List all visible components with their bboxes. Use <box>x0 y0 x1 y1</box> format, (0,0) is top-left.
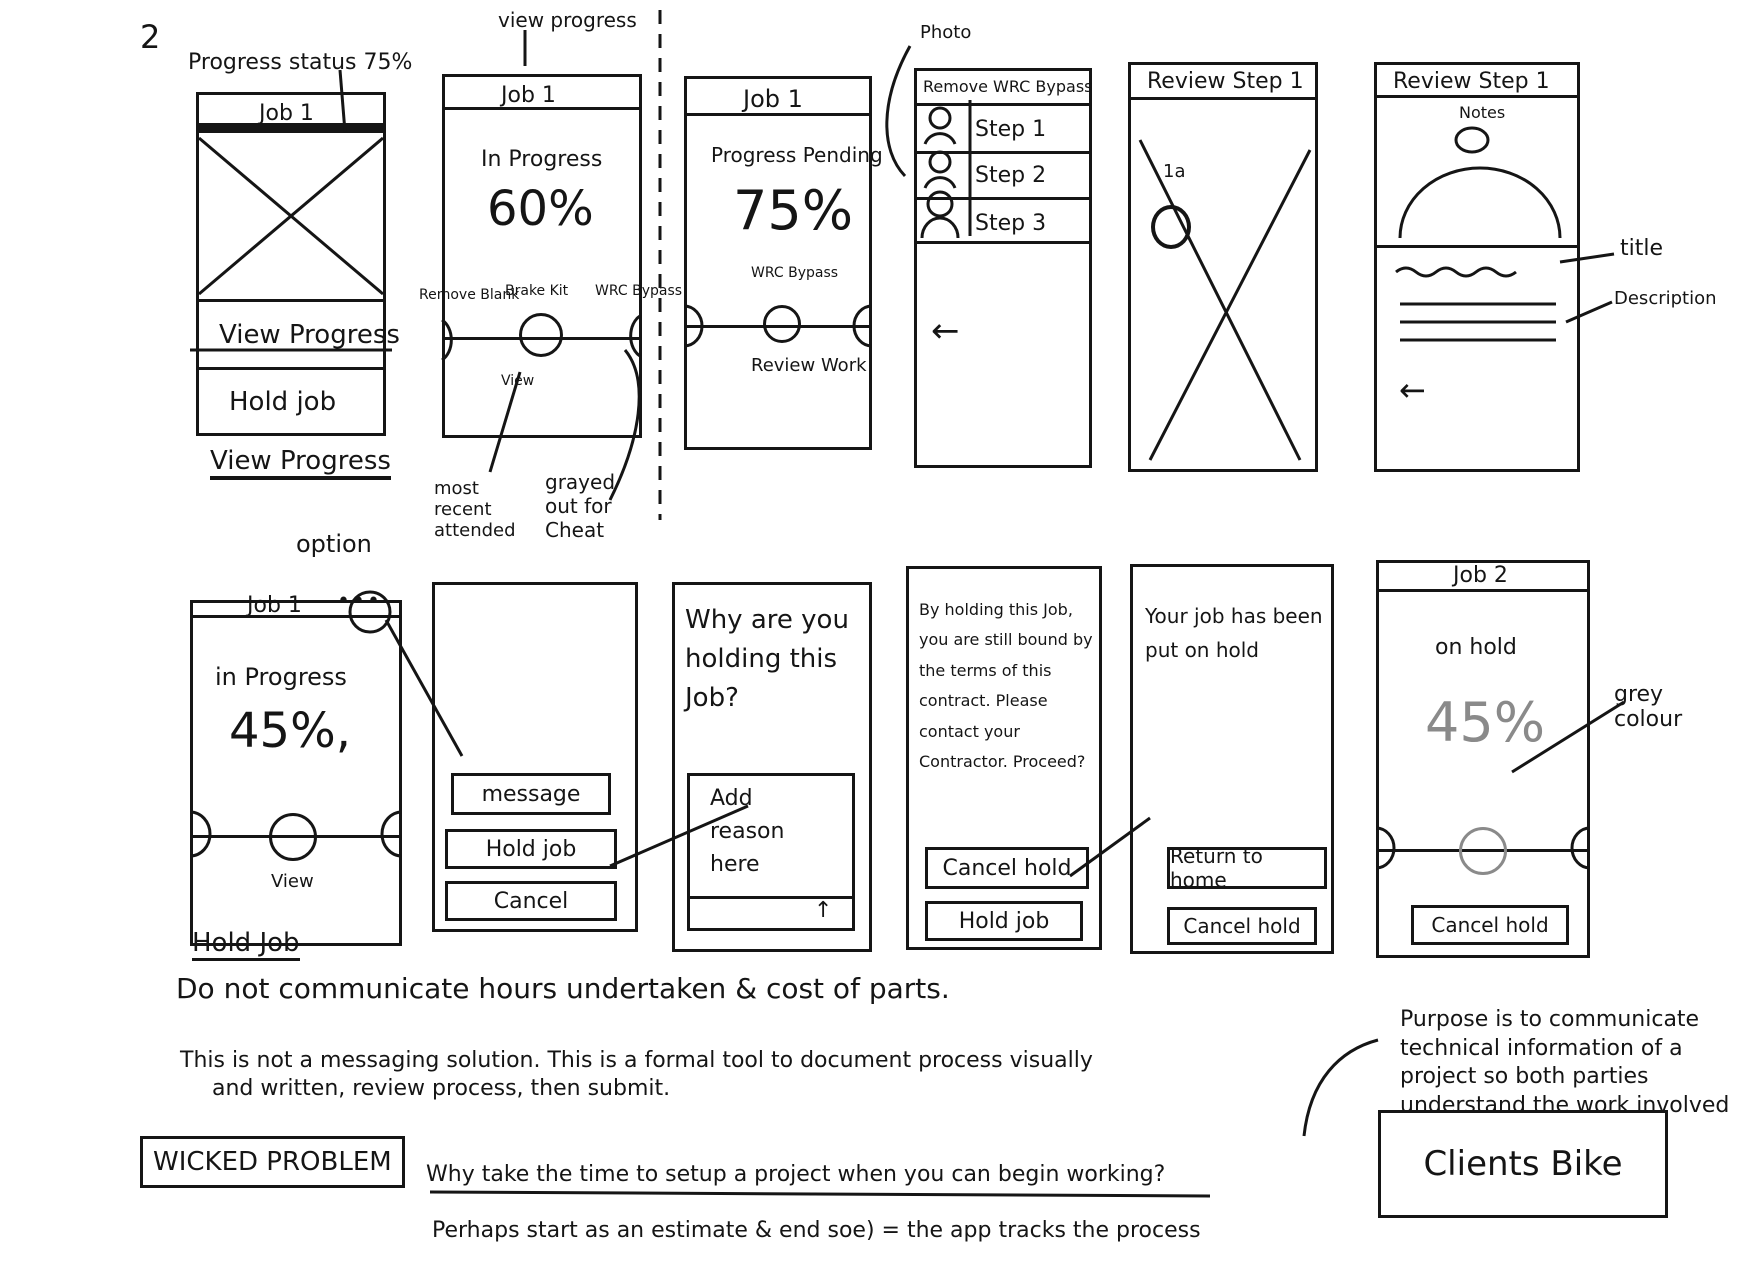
b5-message: Your job has been put on hold <box>1145 604 1323 662</box>
b2-hold-job-button[interactable]: Hold job <box>445 829 617 869</box>
s3-title: Job 1 <box>743 85 803 113</box>
b1-more-options-icon[interactable]: ••• <box>337 589 382 614</box>
b3-input-placeholder: Add reason here <box>710 786 785 877</box>
s2-percent: 60% <box>487 181 594 237</box>
wireframe-step-list: Remove WRC Bypass Step 1 Step 2 Step 3 ← <box>914 68 1093 468</box>
wireframe-in-progress: Job 1 In Progress 60% Remove Blank Brake… <box>419 74 682 438</box>
wireframe-hold-reason: Why are you holding this Job? Add reason… <box>672 582 872 952</box>
wireframe-hold-success: Your job has been put on hold Return to … <box>1130 564 1334 954</box>
note-view-progress-under: View Progress <box>210 446 391 480</box>
b6-title: Job 2 <box>1453 563 1508 588</box>
s3-carousel-item[interactable] <box>763 305 801 343</box>
b5-return-home-button[interactable]: Return to home <box>1167 844 1327 892</box>
s2-label-mid: Brake Kit <box>505 283 569 299</box>
s3-label-mid: WRC Bypass <box>751 265 839 281</box>
s4-title: Remove WRC Bypass <box>923 77 1093 96</box>
s2-label-right: WRC Bypass <box>595 283 683 299</box>
b6-carousel-item <box>1459 827 1507 875</box>
s2-view-label: View <box>501 373 535 389</box>
footer-question: Why take the time to setup a project whe… <box>426 1162 1166 1187</box>
b1-carousel-item[interactable] <box>269 813 317 861</box>
s5-photo-marker-icon[interactable] <box>1151 205 1191 249</box>
b6-cancel-hold-button[interactable]: Cancel hold <box>1411 905 1569 945</box>
footer-line-2a: This is not a messaging solution. This i… <box>180 1048 1093 1073</box>
wireframe-review-photo: Review Step 1 1a <box>1128 62 1318 472</box>
b6-status: on hold <box>1435 635 1517 660</box>
s5-title: Review Step 1 <box>1147 69 1304 94</box>
s2-status: In Progress <box>481 147 603 172</box>
b3-question: Why are you holding this Job? <box>685 605 849 713</box>
b5-cancel-hold-button[interactable]: Cancel hold <box>1167 907 1317 945</box>
wireframe-progress-pending: Job 1 Progress Pending 75% WRC Bypass Re… <box>684 76 883 450</box>
s4-step-2[interactable]: Step 2 <box>975 163 1047 188</box>
wicked-problem-box: WICKED PROBLEM <box>140 1136 405 1188</box>
clients-bike-box: Clients Bike <box>1378 1110 1668 1218</box>
note-progress-status: Progress status 75% <box>188 50 413 75</box>
wireframe-options-menu: message Hold job Cancel <box>432 582 638 932</box>
note-most-recent: most recent attended <box>434 478 516 541</box>
footer-line-4: Perhaps start as an estimate & end soe) … <box>432 1218 1201 1243</box>
purpose-note: Purpose is to communicate technical info… <box>1400 1007 1730 1118</box>
wireframe-job-list: Job 1 View Progress Hold job <box>196 92 400 436</box>
footer-line-2b: and written, review process, then submit… <box>212 1076 671 1101</box>
note-description: Description <box>1614 288 1717 309</box>
b1-view-label: View <box>271 871 314 892</box>
s1-title: Job 1 <box>259 101 314 126</box>
s3-status: Progress Pending <box>711 143 883 167</box>
b1-percent: 45%, <box>229 703 351 759</box>
note-title: title <box>1620 236 1664 261</box>
s4-back-arrow-icon[interactable]: ← <box>931 311 960 351</box>
b2-cancel-button[interactable]: Cancel <box>445 881 617 921</box>
s1-hold-job[interactable]: Hold job <box>229 387 337 417</box>
s4-step-3[interactable]: Step 3 <box>975 211 1047 236</box>
s3-percent: 75% <box>733 179 854 242</box>
b6-percent: 45% <box>1425 691 1546 754</box>
s2-label-left: Remove Blank <box>419 287 520 303</box>
b4-hold-job-button[interactable]: Hold job <box>925 901 1083 941</box>
note-grayed-out: grayed out for Cheat <box>545 470 616 542</box>
s3-review-label: Review Work <box>751 355 867 376</box>
b3-reason-input[interactable]: Add reason here ↑ <box>687 773 855 931</box>
s2-title: Job 1 <box>501 83 556 108</box>
s5-marker: 1a <box>1163 161 1186 182</box>
b4-cancel-hold-button[interactable]: Cancel hold <box>925 847 1089 889</box>
s4-step-1[interactable]: Step 1 <box>975 117 1047 142</box>
wireframe-job-options: Job 1 ••• in Progress 45%, View <box>190 589 402 946</box>
page-number: 2 <box>140 18 161 56</box>
b1-title: Job 1 <box>247 593 302 618</box>
note-view-progress-top: view progress <box>498 8 637 32</box>
b4-message: By holding this Job, you are still bound… <box>919 600 1093 771</box>
note-option: option <box>296 530 372 558</box>
note-grey-colour: grey colour <box>1614 682 1683 732</box>
wireframe-review-notes: Review Step 1 Notes ← <box>1374 62 1580 472</box>
note-photo: Photo <box>920 22 972 43</box>
b1-status: in Progress <box>215 663 347 691</box>
s1-view-progress[interactable]: View Progress <box>219 320 400 350</box>
footer-line-1: Do not communicate hours undertaken & co… <box>176 972 950 1005</box>
note-hold-job: Hold Job <box>192 928 300 961</box>
wireframe-job-on-hold: Job 2 on hold 45% Cancel hold <box>1376 560 1590 958</box>
s6-back-arrow-icon[interactable]: ← <box>1399 371 1426 409</box>
b2-message-button[interactable]: message <box>451 773 611 815</box>
wireframe-hold-confirm: By holding this Job, you are still bound… <box>906 566 1102 950</box>
s2-carousel-item[interactable] <box>519 313 563 357</box>
b3-send-arrow-icon[interactable]: ↑ <box>814 898 833 923</box>
s6-title: Review Step 1 <box>1393 69 1550 94</box>
s6-notes: Notes <box>1459 103 1506 122</box>
